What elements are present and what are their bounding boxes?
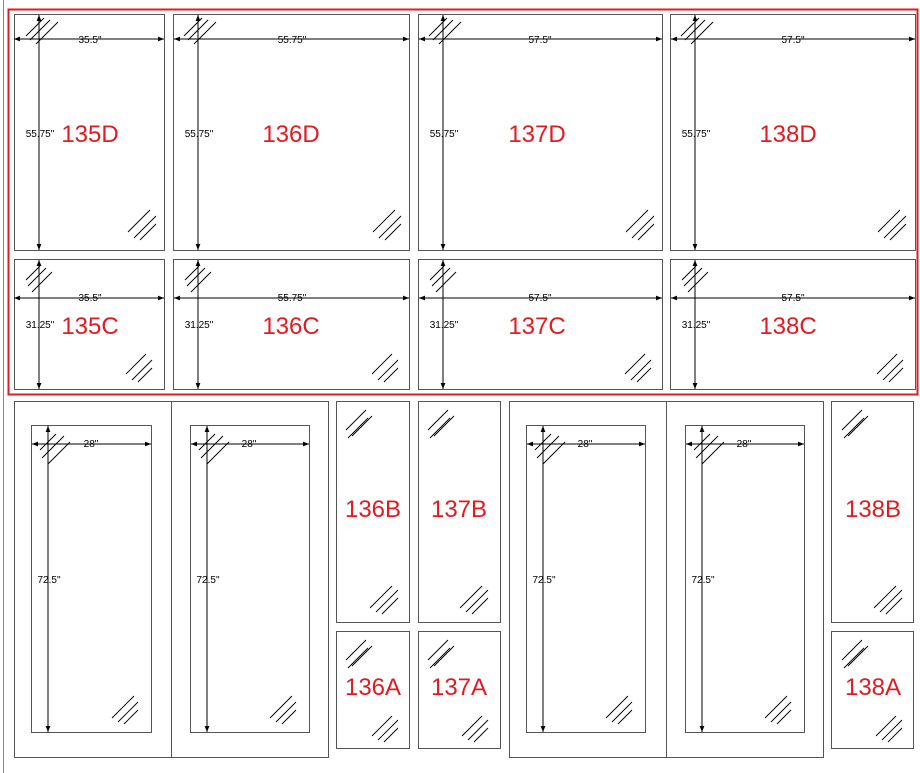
glass-hatch-icon <box>693 433 792 725</box>
door-4-height: 72.5" <box>691 575 714 586</box>
panel-137B: 137B <box>418 401 501 623</box>
panel-136D: 55.75" 55.75" 136D <box>173 14 410 251</box>
panel-135D-width: 35.5" <box>78 35 101 46</box>
glass-hatch-icon <box>534 433 633 725</box>
panel-138A: 138A <box>831 631 914 749</box>
door-3-height: 72.5" <box>532 575 555 586</box>
glass-hatch-icon <box>345 409 399 615</box>
panel-138A-label: 138A <box>845 674 901 701</box>
door-glass-1: 28" 72.5" <box>31 425 152 733</box>
glass-hatch-icon <box>841 639 903 743</box>
panel-135C-height: 31.25" <box>26 320 55 331</box>
panel-136C: 55.75" 31.25" 136C <box>173 259 410 390</box>
panel-137C-width: 57.5" <box>528 293 551 304</box>
panel-136B-label: 136B <box>345 496 401 523</box>
glass-hatch-icon <box>680 17 907 241</box>
door-glass-2: 28" 72.5" <box>190 425 310 733</box>
panel-136A: 136A <box>336 631 410 749</box>
panel-135C-width: 35.5" <box>78 293 101 304</box>
panel-138C-width: 57.5" <box>781 293 804 304</box>
glass-hatch-icon <box>681 265 904 383</box>
panel-136C-width: 55.75" <box>278 293 307 304</box>
panel-137C: 57.5" 31.25" 137C <box>418 259 663 390</box>
glass-hatch-icon <box>429 265 652 383</box>
glass-hatch-icon <box>345 639 399 743</box>
panel-137C-height: 31.25" <box>430 320 459 331</box>
panel-137D-width: 57.5" <box>528 35 551 46</box>
glass-hatch-icon <box>198 433 297 725</box>
glass-hatch-icon <box>25 17 157 241</box>
glass-hatch-icon <box>184 265 399 383</box>
panel-137C-label: 137C <box>508 313 565 340</box>
panel-138D-label: 138D <box>759 121 816 148</box>
door-glass-4: 28" 72.5" <box>685 425 805 733</box>
glass-hatch-icon <box>183 17 402 241</box>
glass-hatch-icon <box>428 17 655 241</box>
panel-137D: 57.5" 55.75" 137D <box>418 14 663 251</box>
panel-136B: 136B <box>336 401 410 623</box>
panel-136A-label: 136A <box>345 674 401 701</box>
door-2-width: 28" <box>242 439 257 450</box>
glass-hatch-icon <box>427 639 489 743</box>
panel-135C: 35.5" 31.25" 135C <box>14 259 165 390</box>
glass-hatch-icon <box>841 409 903 615</box>
glass-hatch-icon <box>39 433 139 725</box>
panel-138C: 57.5" 31.25" 138C <box>670 259 916 390</box>
door-1-height: 72.5" <box>37 575 60 586</box>
panel-138D-width: 57.5" <box>781 35 804 46</box>
panel-135D-height: 55.75" <box>26 129 55 140</box>
panel-136D-height: 55.75" <box>185 129 214 140</box>
panel-138D: 57.5" 55.75" 138D <box>670 14 916 251</box>
panel-136D-label: 136D <box>262 121 319 148</box>
panel-135D-label: 135D <box>61 121 118 148</box>
door-1-width: 28" <box>84 439 99 450</box>
panel-135D: 35.5" 55.75" 135D <box>14 14 165 251</box>
door-2-height: 72.5" <box>196 575 219 586</box>
panel-138D-height: 55.75" <box>682 129 711 140</box>
selection-highlight-border <box>7 8 919 396</box>
panel-138C-height: 31.25" <box>682 320 711 331</box>
panel-138C-label: 138C <box>759 313 816 340</box>
panel-136D-width: 55.75" <box>278 35 307 46</box>
panel-137D-label: 137D <box>508 121 565 148</box>
door-4-width: 28" <box>737 439 752 450</box>
panel-137A: 137A <box>418 631 501 749</box>
panel-137B-label: 137B <box>431 496 487 523</box>
glass-hatch-icon <box>427 409 489 615</box>
glass-hatch-icon <box>25 265 153 383</box>
panel-136C-label: 136C <box>262 313 319 340</box>
panel-136C-height: 31.25" <box>185 320 214 331</box>
panel-138B-label: 138B <box>845 496 901 523</box>
panel-138B: 138B <box>831 401 914 623</box>
panel-137D-height: 55.75" <box>430 129 459 140</box>
panel-135C-label: 135C <box>61 313 118 340</box>
door-3-width: 28" <box>578 439 593 450</box>
panel-137A-label: 137A <box>431 674 487 701</box>
door-glass-3: 28" 72.5" <box>526 425 646 733</box>
